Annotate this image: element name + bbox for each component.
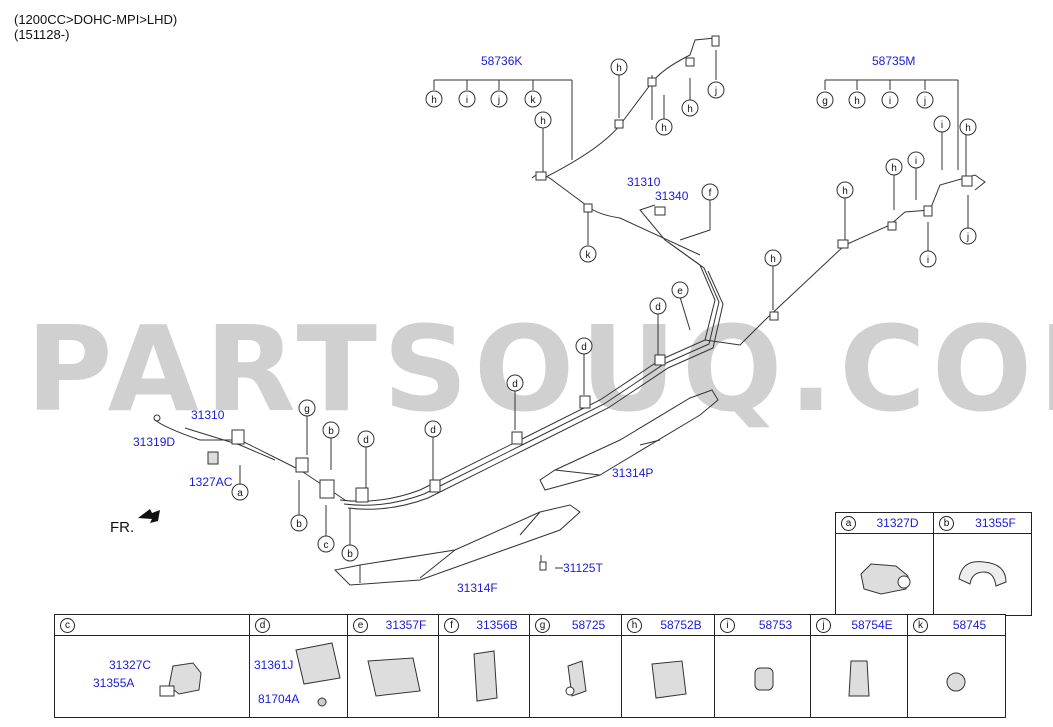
callout-f: f — [709, 188, 712, 199]
callout-g: g — [304, 404, 310, 415]
legend-part-number: 58753 — [758, 618, 793, 632]
legend-letter: d — [255, 617, 270, 633]
callout-i: i — [927, 255, 929, 266]
legend-cell-e[interactable]: e 31357F — [347, 614, 439, 718]
callout-h: h — [687, 104, 693, 115]
callout-i: i — [889, 96, 891, 107]
legend-cell-d[interactable]: d 31361J 81704A — [249, 614, 348, 718]
legend-cell-j[interactable]: j 58754E — [810, 614, 908, 718]
clip-31327D-icon — [860, 563, 911, 595]
legend-sub-part: 31355A — [93, 676, 135, 690]
callout-h: h — [842, 186, 848, 197]
legend-cell-b[interactable]: b 31355F — [933, 512, 1032, 616]
callout-h: h — [431, 95, 437, 106]
legend-letter: f — [444, 617, 459, 633]
legend-sub-part: 81704A — [258, 692, 300, 706]
legend-part-number: 58752B — [660, 618, 702, 632]
clip-58752B-icon — [651, 660, 687, 699]
callout-j: j — [714, 86, 717, 97]
callout-b: b — [328, 426, 334, 437]
callout-i: i — [941, 120, 943, 131]
callout-e: e — [677, 286, 683, 297]
label-31314F: 31314F — [457, 581, 498, 595]
legend-letter: k — [913, 617, 928, 633]
legend-table-top: a 31327D b 31355F — [835, 512, 1032, 616]
legend-letter: c — [60, 617, 75, 633]
clip-58745-icon — [946, 672, 966, 692]
callout-j: j — [923, 96, 926, 107]
legend-part-number: 58754E — [851, 618, 893, 632]
legend-cell-k[interactable]: k 58745 — [907, 614, 1006, 718]
callout-i: i — [466, 95, 468, 106]
callout-b: b — [296, 519, 302, 530]
callout-h: h — [770, 254, 776, 265]
clip-31357F-icon — [367, 657, 421, 697]
label-31310-upper: 31310 — [627, 175, 661, 189]
callout-a: a — [237, 488, 243, 499]
diagram-header-date: (151128-) — [14, 27, 70, 42]
callout-b: b — [347, 549, 353, 560]
label-1327AC: 1327AC — [189, 475, 233, 489]
label-31314P: 31314P — [612, 466, 653, 480]
legend-cell-g[interactable]: g 58725 — [529, 614, 622, 718]
callout-h: h — [616, 63, 622, 74]
callout-g: g — [822, 96, 828, 107]
callout-d: d — [512, 379, 518, 390]
callout-d: d — [430, 425, 436, 436]
legend-part-number: 31327D — [876, 516, 919, 530]
label-58735M: 58735M — [872, 54, 915, 68]
clip-31361J-icon — [295, 642, 341, 707]
legend-part-number: 31357F — [385, 618, 427, 632]
callout-d: d — [363, 435, 369, 446]
legend-letter: a — [841, 515, 856, 531]
clip-31327C-icon — [159, 662, 202, 697]
legend-sub-part: 31361J — [254, 658, 294, 672]
legend-letter: h — [627, 617, 642, 633]
legend-cell-f[interactable]: f 31356B — [438, 614, 530, 718]
legend-letter: b — [939, 515, 954, 531]
legend-cell-h[interactable]: h 58752B — [621, 614, 715, 718]
legend-part-number: 31356B — [476, 618, 518, 632]
label-31310-lower: 31310 — [191, 408, 225, 422]
callout-i: i — [915, 156, 917, 167]
grommet-58754E-icon — [848, 660, 870, 697]
label-58736K: 58736K — [481, 54, 522, 68]
label-31125T: 31125T — [563, 561, 603, 575]
legend-letter: e — [353, 617, 368, 633]
callout-j: j — [497, 95, 500, 106]
legend-letter: i — [720, 617, 735, 633]
legend-part-number: 58725 — [571, 618, 606, 632]
callout-h: h — [891, 163, 897, 174]
legend-cell-a[interactable]: a 31327D — [835, 512, 934, 616]
front-arrow-icon — [138, 509, 160, 523]
callout-c: c — [324, 540, 329, 551]
legend-cell-c[interactable]: c 31327C 31355A — [54, 614, 250, 718]
callout-h: h — [661, 123, 667, 134]
legend-part-number: 58745 — [952, 618, 987, 632]
clip-31356B-icon — [473, 650, 498, 702]
front-direction-label: FR. — [110, 519, 134, 536]
legend-sub-part: 31327C — [109, 658, 152, 672]
callout-h: h — [965, 123, 971, 134]
clip-31355F-icon — [958, 561, 1007, 587]
callout-j: j — [966, 232, 969, 243]
legend-letter: g — [535, 617, 550, 633]
bracket-58725-icon — [565, 660, 587, 697]
diagram-header-model: (1200CC>DOHC-MPI>LHD) — [14, 12, 178, 27]
callout-h: h — [540, 116, 546, 127]
label-31340: 31340 — [655, 189, 689, 203]
legend-cell-i[interactable]: i 58753 — [714, 614, 811, 718]
callout-k: k — [586, 250, 592, 261]
grommet-58753-icon — [754, 667, 774, 691]
callout-d: d — [655, 302, 661, 313]
label-31319D: 31319D — [133, 435, 175, 449]
callout-h: h — [854, 96, 860, 107]
legend-letter: j — [816, 617, 831, 633]
legend-part-number: 31355F — [975, 516, 1016, 530]
callout-d: d — [581, 342, 587, 353]
callout-k: k — [531, 95, 537, 106]
